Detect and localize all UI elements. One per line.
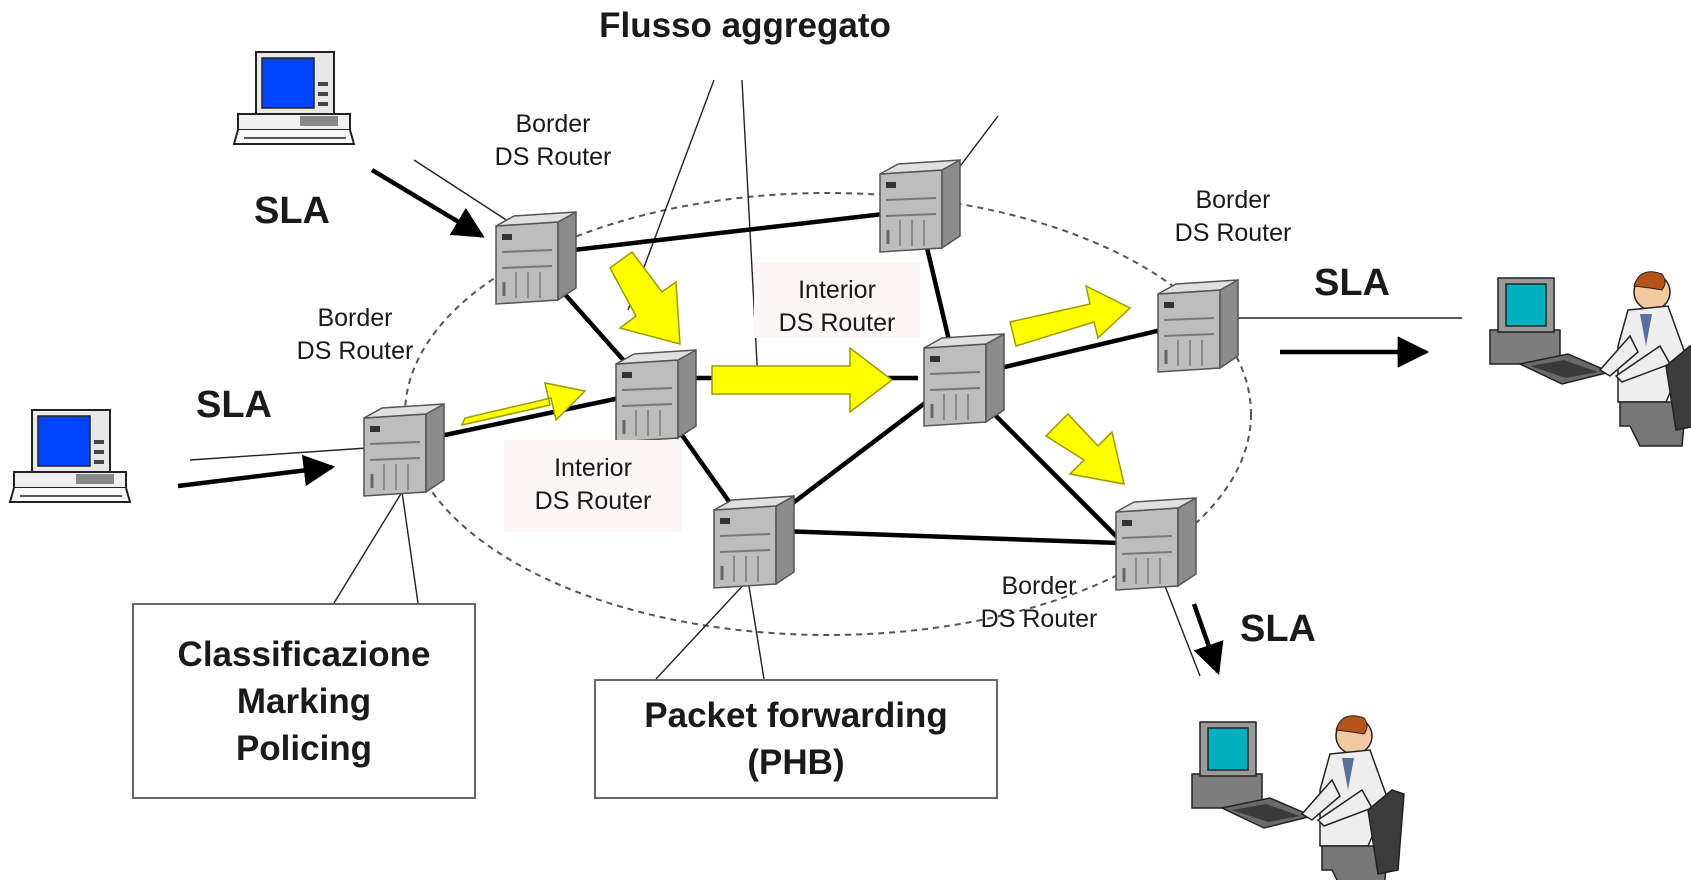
sla-label: SLA [1314, 262, 1390, 304]
label-background [504, 440, 682, 532]
interior-router-icon [922, 332, 1006, 428]
border-router-icon [494, 210, 578, 306]
aggregate-flow-arrows [460, 250, 1132, 485]
sla-direction-arrows [177, 168, 1430, 675]
flow-arrow [711, 346, 894, 414]
user-at-workstation-icon [1489, 270, 1691, 447]
diagram-title: Flusso aggregato [599, 6, 891, 45]
border-router-icon [1156, 278, 1240, 374]
sla-label: SLA [196, 384, 272, 426]
user-at-workstation-icon [1191, 714, 1405, 880]
interior-router-icon [712, 494, 796, 590]
flow-arrow [609, 250, 681, 345]
interior-router-icon [614, 348, 698, 444]
source-computer-icon [233, 51, 355, 145]
flow-arrow [1009, 284, 1132, 347]
core-router-icon [878, 158, 962, 254]
core-functions-box: Packet forwarding (PHB) [594, 679, 998, 799]
sla-label: SLA [254, 190, 330, 232]
source-computer-icon [9, 409, 131, 503]
border-router-icon [362, 402, 446, 498]
sla-label: SLA [1240, 608, 1316, 650]
flow-arrow [460, 382, 587, 427]
label-background [754, 262, 920, 338]
edge-functions-box: Classificazione Marking Policing [132, 603, 476, 799]
border-router-icon [1114, 496, 1198, 592]
flow-arrow [1044, 412, 1125, 485]
